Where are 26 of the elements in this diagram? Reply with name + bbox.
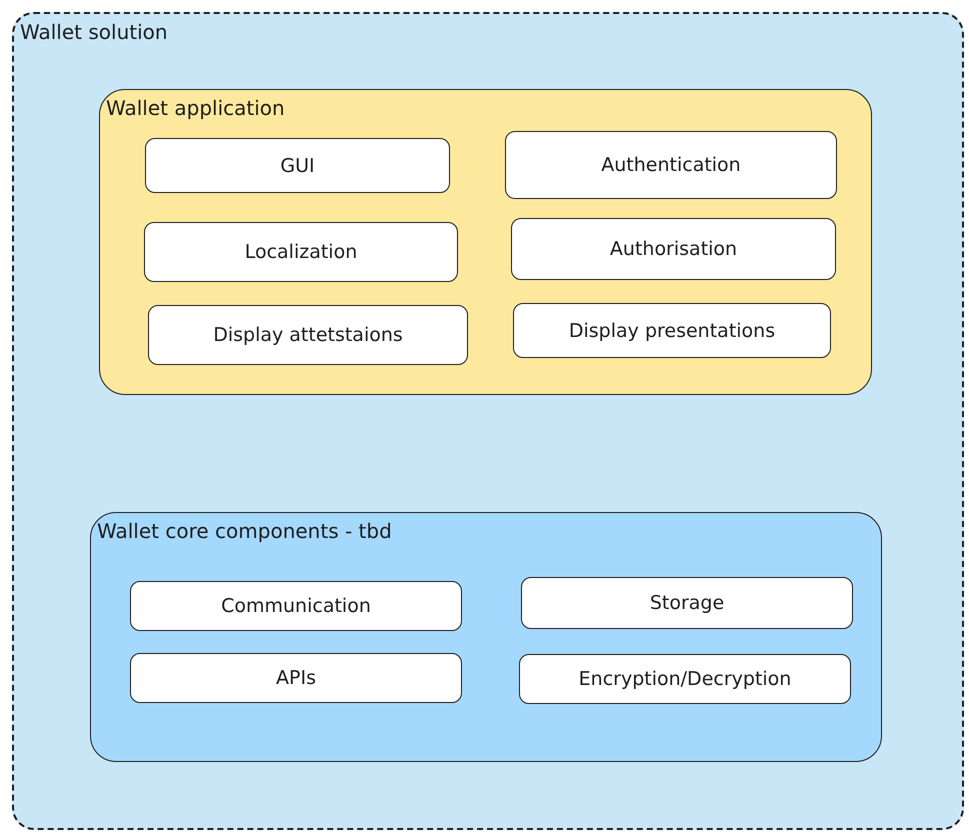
group-container: [90, 512, 882, 762]
component-box: [505, 131, 837, 199]
component-label: Localization: [244, 241, 358, 263]
component-box: [521, 577, 853, 629]
component-label: Display attetstaions: [213, 324, 403, 346]
component-label: Authentication: [601, 154, 741, 176]
component-box: [513, 303, 831, 358]
component-label: Communication: [221, 595, 371, 617]
component-label: GUI: [280, 154, 315, 176]
component-box: [148, 305, 468, 365]
component-label: Encryption/Decryption: [578, 668, 792, 690]
component-label: Authorisation: [610, 238, 738, 260]
component-box: [511, 218, 836, 280]
group-container: [99, 89, 872, 395]
group-title: Wallet solution: [20, 20, 168, 44]
dashed-boundary: [12, 12, 964, 830]
component-label: Display presentations: [568, 320, 776, 342]
component-box: [145, 138, 450, 193]
group-title: Wallet application: [106, 96, 285, 120]
component-box: [144, 222, 458, 282]
component-box: [519, 654, 851, 704]
group-title: Wallet core components - tbd: [97, 519, 392, 543]
component-box: [130, 653, 462, 703]
component-box: [130, 581, 462, 631]
component-label: Storage: [650, 592, 724, 614]
component-label: APIs: [276, 667, 316, 689]
